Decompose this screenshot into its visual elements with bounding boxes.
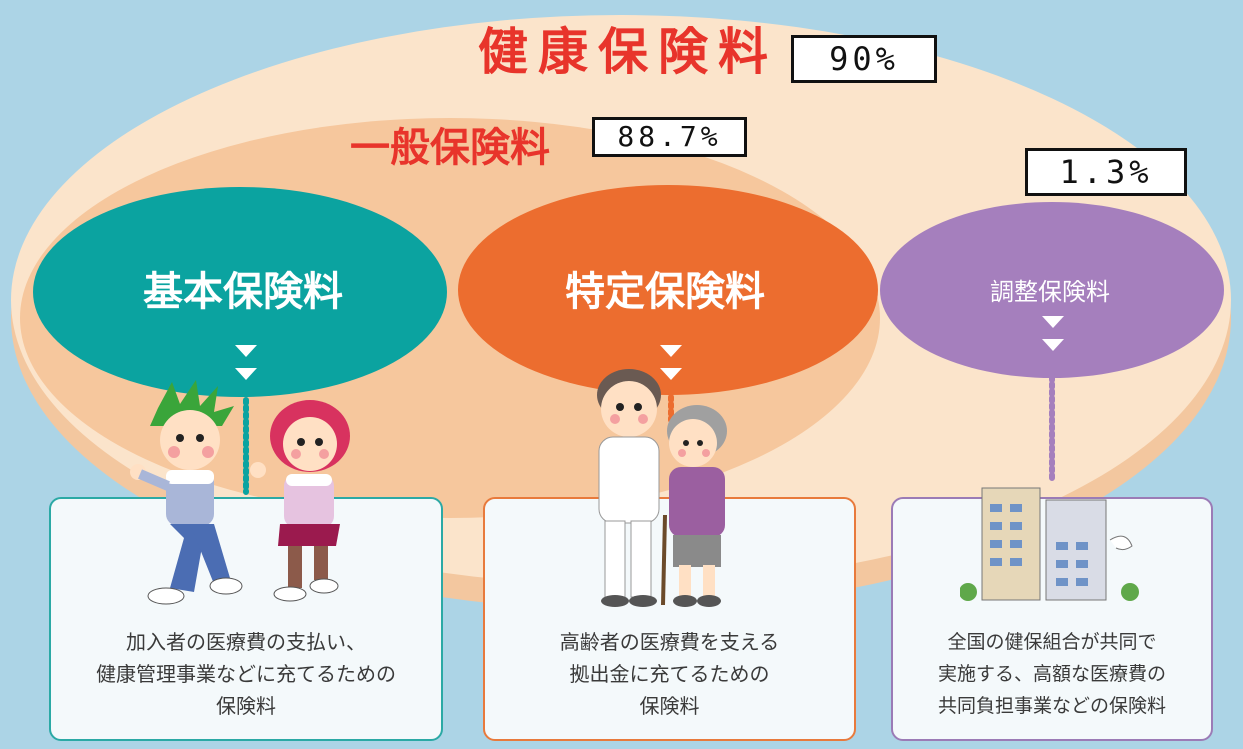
- adjust-description-line: 全国の健保組合が共同で: [947, 631, 1157, 653]
- health-insurance-percent: 90%: [791, 35, 937, 83]
- basic-description-box: [49, 497, 443, 741]
- basic-description-text: 加入者の医療費の支払い、 健康管理事業などに充てるための 保険料: [49, 626, 443, 726]
- general-insurance-title: 一般保険料: [350, 125, 550, 171]
- health-insurance-title: 健康保険料: [478, 23, 778, 81]
- general-insurance-percent: 88.7%: [592, 117, 747, 157]
- basic-arrow-icon: [235, 345, 257, 380]
- adjust-arrow-icon: [1042, 316, 1064, 351]
- special-description-box: [483, 497, 856, 741]
- caregiver-elderly-illustration: [597, 369, 727, 607]
- adjust-insurance-label: 調整保険料: [990, 278, 1110, 306]
- basic-insurance-label: 基本保険料: [143, 269, 343, 315]
- jogging-couple-illustration: [130, 380, 350, 605]
- special-description-line: 高齢者の医療費を支える: [559, 630, 780, 654]
- adjust-insurance-percent: 1.3%: [1025, 148, 1187, 196]
- special-description-line: 拠出金に充てるための: [569, 662, 770, 686]
- special-insurance-circle: [458, 185, 878, 395]
- adjust-description-text: 全国の健保組合が共同で 実施する、高額な医療費の 共同負担事業などの保険料: [891, 626, 1213, 726]
- special-description-line: 保険料: [639, 694, 700, 718]
- special-insurance-label: 特定保険料: [565, 269, 765, 315]
- special-arrow-icon: [660, 345, 682, 380]
- basic-insurance-circle: [33, 187, 447, 397]
- adjust-description-line: 共同負担事業などの保険料: [937, 695, 1166, 717]
- adjust-description-line: 実施する、高額な医療費の: [937, 663, 1166, 685]
- basic-description-line: 加入者の医療費の支払い、: [126, 630, 366, 654]
- hospital-buildings-illustration: [960, 487, 1139, 601]
- adjust-insurance-circle: [880, 202, 1224, 378]
- basic-description-line: 保険料: [216, 694, 276, 718]
- basic-description-line: 健康管理事業などに充てるための: [96, 662, 396, 686]
- special-description-text: 高齢者の医療費を支える 拠出金に充てるための 保険料: [483, 626, 856, 726]
